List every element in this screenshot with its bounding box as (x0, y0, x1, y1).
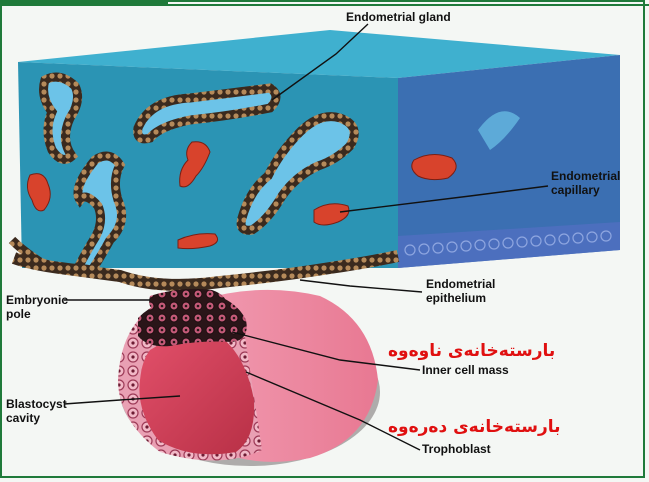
figure-frame (0, 0, 645, 478)
diagram-stage: Endometrial gland Endometrial capillary … (0, 0, 649, 482)
